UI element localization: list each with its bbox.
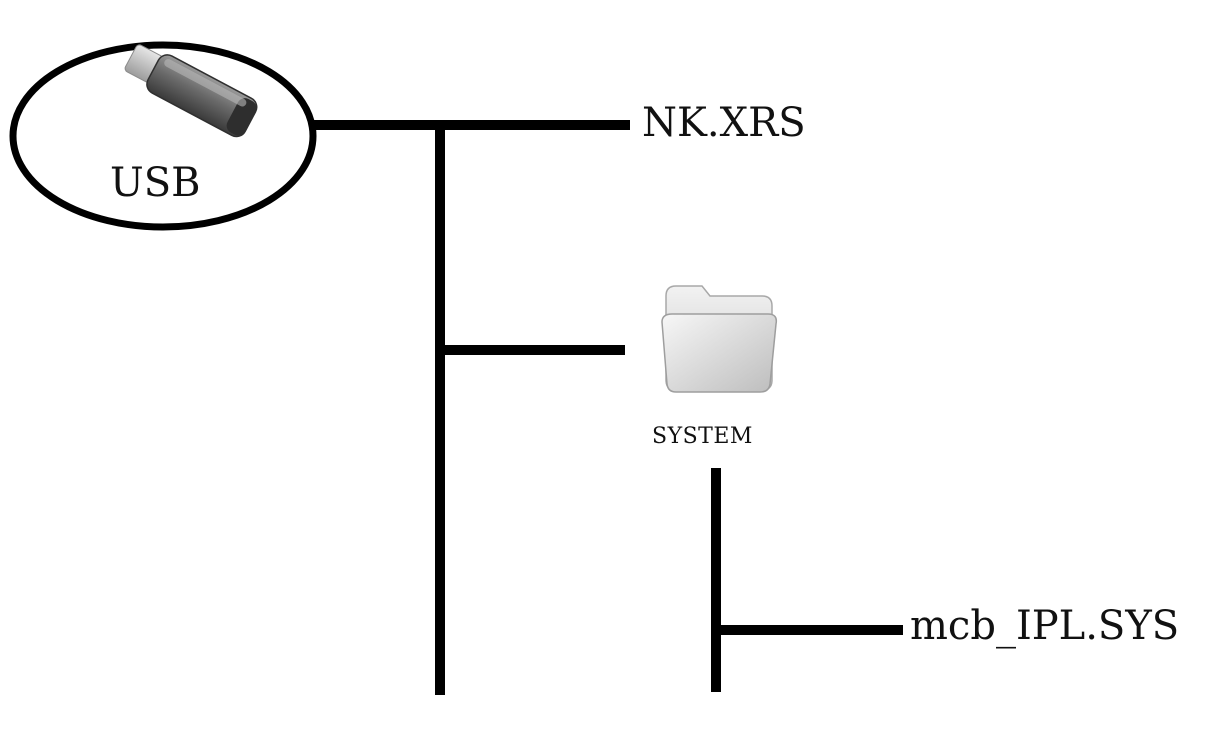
- usb-drive-icon: [124, 44, 258, 138]
- root-label: USB: [110, 160, 201, 206]
- file-label-nkxrs: NK.XRS: [642, 100, 806, 146]
- folder-label-system: SYSTEM: [652, 424, 753, 449]
- folder-icon: [661, 285, 778, 393]
- file-label-mcb-ipl: mcb_IPL.SYS: [910, 603, 1180, 649]
